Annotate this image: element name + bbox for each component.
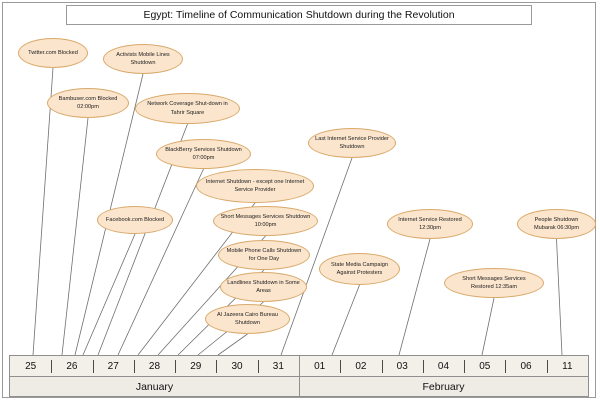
axis-day-label: 25	[25, 360, 37, 372]
axis-tick	[216, 360, 218, 373]
axis-month-label: February	[422, 380, 465, 393]
axis-day-label: 04	[437, 360, 450, 372]
axis-day-label: 31	[272, 360, 284, 372]
axis-day-04: 04	[423, 356, 464, 376]
event-label: Internet Service Restored 12:30pm	[398, 216, 462, 231]
month-separator	[299, 377, 300, 396]
connector-line-short-messages-services-restored	[481, 297, 495, 356]
axis-tick	[133, 360, 135, 373]
axis-month-february: February	[299, 377, 588, 396]
connector-line-last-internet-service-provider-shutdown	[280, 157, 353, 356]
axis-tick	[505, 360, 507, 373]
event-label: Short Messages Services Shutdown 10:00pm	[220, 213, 311, 228]
axis-tick	[546, 360, 548, 373]
connector-line-state-media-campaign-against-protesters	[331, 284, 360, 356]
event-bubble-blackberry-services-shutdown[interactable]: BlackBerry Services Shutdown 07:00pm	[156, 139, 251, 169]
event-bubble-internet-shutdown-except-one-isp[interactable]: Internet Shutdown - except one Internet …	[196, 169, 314, 203]
axis-day-label: 29	[190, 360, 202, 372]
axis-day-30: 30	[216, 356, 257, 376]
connector-line-people-shutdown-mubarak	[556, 238, 563, 356]
axis-day-label: 05	[479, 360, 491, 372]
axis-day-26: 26	[51, 356, 92, 376]
title-box: Egypt: Timeline of Communication Shutdow…	[66, 5, 532, 25]
axis-day-label: 02	[355, 360, 367, 372]
connector-line-al-jazeera-cairo-bureau-shutdown	[217, 333, 248, 356]
event-label: BlackBerry Services Shutdown 07:00pm	[165, 146, 242, 161]
axis-day-05: 05	[464, 356, 505, 376]
axis-day-11: 11	[547, 356, 588, 376]
axis-month-divider	[299, 356, 300, 376]
event-bubble-network-coverage-shutdown-tahrir[interactable]: Network Coverage Shut-down in Tahrir Squ…	[135, 93, 240, 124]
event-label: Twitter.com Blocked	[28, 49, 78, 56]
event-label: Landlines Shutdown in Some Areas	[227, 279, 300, 294]
timeline-axis: 25 26 27 28 29 30 31 01 02 03 04 05 06 11	[9, 355, 589, 377]
page-title: Egypt: Timeline of Communication Shutdow…	[143, 9, 455, 21]
axis-tick	[464, 360, 466, 373]
connector-line-bambuser-blocked	[61, 117, 89, 356]
event-label: Activists Mobile Lines Shutdown	[116, 51, 170, 66]
axis-day-28: 28	[134, 356, 175, 376]
event-bubble-state-media-campaign-against-protesters[interactable]: State Media Campaign Against Protesters	[319, 253, 400, 285]
event-bubble-activists-mobile-lines-shutdown[interactable]: Activists Mobile Lines Shutdown	[103, 44, 183, 74]
event-label: Bambuser.com Blocked 02:00pm	[58, 95, 118, 110]
event-label: Last Internet Service Provider Shutdown	[315, 135, 389, 150]
axis-day-25: 25	[10, 356, 51, 376]
axis-day-27: 27	[93, 356, 134, 376]
axis-day-01: 01	[299, 356, 340, 376]
event-bubble-landlines-shutdown-some-areas[interactable]: Landlines Shutdown in Some Areas	[220, 272, 307, 302]
event-label: Mobile Phone Calls Shutdown for One Day	[226, 247, 302, 262]
axis-day-06: 06	[505, 356, 546, 376]
connector-line-facebook-blocked	[82, 233, 136, 356]
axis-day-02: 02	[340, 356, 381, 376]
axis-month-label: January	[135, 380, 174, 393]
event-label: People Shutdown Mubarak 06:30pm	[533, 216, 580, 231]
event-label: Al Jazeera Cairo Bureau Shutdown	[217, 311, 278, 326]
axis-tick	[340, 360, 342, 373]
axis-tick	[381, 360, 383, 373]
axis-tick	[175, 360, 177, 373]
axis-month-january: January	[10, 377, 299, 396]
axis-day-label: 30	[231, 360, 243, 372]
event-bubble-twitter-blocked[interactable]: Twitter.com Blocked	[18, 38, 88, 68]
axis-day-label: 01	[314, 360, 326, 372]
event-bubble-internet-service-restored[interactable]: Internet Service Restored 12:30pm	[387, 209, 473, 239]
event-label: Facebook.com Blocked	[105, 216, 165, 223]
axis-day-label: 26	[66, 360, 78, 372]
event-label: Internet Shutdown - except one Internet …	[205, 178, 305, 193]
axis-tick	[422, 360, 424, 373]
axis-day-29: 29	[175, 356, 216, 376]
axis-tick	[51, 360, 53, 373]
event-label: Network Coverage Shut-down in Tahrir Squ…	[147, 101, 228, 116]
connector-line-internet-service-restored	[398, 238, 431, 356]
axis-day-31: 31	[258, 356, 299, 376]
event-bubble-al-jazeera-cairo-bureau-shutdown[interactable]: Al Jazeera Cairo Bureau Shutdown	[205, 304, 290, 334]
event-bubble-bambuser-blocked[interactable]: Bambuser.com Blocked 02:00pm	[47, 88, 129, 118]
event-bubble-people-shutdown-mubarak[interactable]: People Shutdown Mubarak 06:30pm	[517, 209, 596, 239]
connector-line-blackberry-services-shutdown	[117, 168, 204, 356]
timeline-month-row: January February	[9, 377, 589, 397]
event-bubble-facebook-blocked[interactable]: Facebook.com Blocked	[97, 206, 173, 234]
axis-day-label: 06	[520, 360, 532, 372]
axis-day-label: 11	[562, 360, 573, 372]
diagram-frame	[2, 2, 596, 398]
event-label: Short Messages Services Restored 12:35am	[462, 275, 526, 290]
connector-line-twitter-blocked	[32, 67, 54, 356]
event-label: State Media Campaign Against Protesters	[331, 261, 388, 276]
axis-day-label: 27	[107, 360, 119, 372]
axis-tick	[92, 360, 94, 373]
axis-day-label: 28	[148, 360, 161, 372]
axis-day-label: 03	[396, 360, 408, 372]
axis-tick	[257, 360, 259, 373]
axis-day-03: 03	[382, 356, 423, 376]
event-bubble-short-messages-services-restored[interactable]: Short Messages Services Restored 12:35am	[444, 268, 544, 298]
event-bubble-last-internet-service-provider-shutdown[interactable]: Last Internet Service Provider Shutdown	[308, 128, 396, 158]
event-bubble-short-messages-services-shutdown[interactable]: Short Messages Services Shutdown 10:00pm	[213, 206, 318, 236]
event-bubble-mobile-phone-calls-shutdown[interactable]: Mobile Phone Calls Shutdown for One Day	[218, 240, 310, 270]
